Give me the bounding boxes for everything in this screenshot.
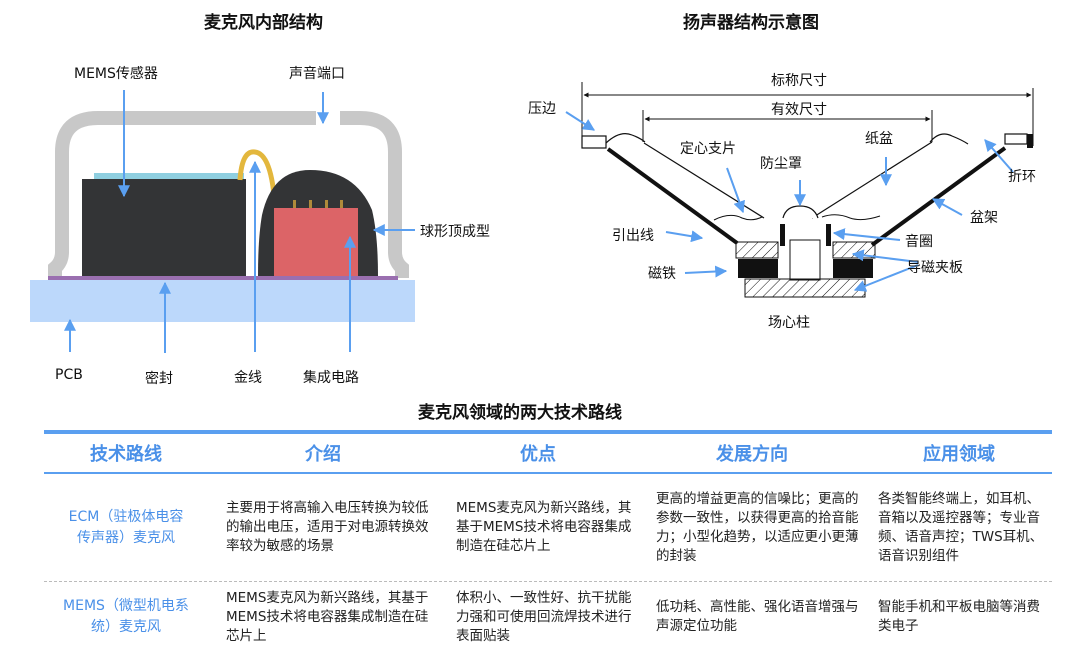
ic-chip — [274, 208, 358, 276]
label-voice-coil: 音圈 — [905, 234, 933, 250]
voice-coil-left — [780, 224, 785, 246]
cell-application: 智能手机和平板电脑等消费类电子 — [878, 599, 1040, 634]
mic-diagram — [30, 90, 415, 353]
arrow-lead-wire — [665, 230, 704, 243]
table-header-rule — [44, 472, 1052, 474]
header-intro: 介绍 — [305, 444, 341, 465]
header-route: 技术路线 — [90, 444, 162, 465]
seal-layer — [48, 276, 398, 280]
cell-direction: 更高的增益更高的信噪比；更高的参数一致性，以获得更高的拾音能力；小型化趋势，以适… — [656, 490, 859, 564]
label-plates: 导磁夹板 — [907, 260, 963, 276]
label-gold-wire: 金线 — [234, 370, 262, 386]
label-nominal-size: 标称尺寸 — [771, 73, 827, 89]
table-row: ECM（驻极体电容传声器）麦克风 主要用于将高输入电压转换为较低的输出电压，适用… — [44, 474, 1052, 582]
label-seal: 密封 — [145, 371, 173, 387]
magnet-left — [738, 259, 778, 278]
arrow-frame — [931, 198, 963, 216]
arrow-voice-coil — [832, 228, 901, 241]
label-dust-cap: 防尘罩 — [760, 156, 802, 172]
voice-coil-right — [826, 224, 831, 246]
label-edge-press: 压边 — [528, 101, 556, 117]
label-pcb: PCB — [55, 367, 83, 383]
mems-sensor-membrane — [94, 173, 244, 179]
label-effective-size: 有效尺寸 — [771, 102, 827, 118]
header-advantages: 优点 — [520, 444, 556, 465]
header-direction: 发展方向 — [716, 444, 788, 465]
cell-intro: MEMS麦克风为新兴路线，其基于MEMS技术将电容器集成制造在硅芯片上 — [226, 589, 429, 644]
cell-direction: 低功耗、高性能、强化语音增强与声源定位功能 — [656, 599, 859, 634]
dust-cap — [782, 205, 819, 219]
label-mems-sensor: MEMS传感器 — [74, 66, 158, 82]
mems-sensor-chip — [82, 179, 246, 276]
arrow-spider — [726, 167, 745, 214]
label-spider: 定心支片 — [680, 141, 736, 157]
speaker-diagram-title: 扬声器结构示意图 — [683, 13, 819, 33]
mic-diagram-title: 麦克风内部结构 — [204, 13, 323, 33]
speaker-frame-right — [870, 146, 1007, 247]
pole-piece — [789, 239, 821, 281]
label-cone: 纸盆 — [865, 131, 893, 147]
mic-housing-right — [340, 111, 409, 278]
header-application: 应用领域 — [923, 444, 995, 465]
label-sound-port: 声音端口 — [289, 66, 345, 82]
cell-advantages: MEMS麦克风为新兴路线，其基于MEMS技术将电容器集成制造在硅芯片上 — [456, 500, 632, 554]
label-magnet: 磁铁 — [648, 266, 676, 282]
arrow-edge-press — [565, 111, 596, 131]
label-dome: 球形顶成型 — [420, 224, 490, 240]
label-pole: 场心柱 — [768, 315, 810, 331]
mic-housing — [48, 111, 316, 278]
cell-route: ECM（驻极体电容传声器）麦克风 — [68, 508, 184, 546]
gold-wire — [237, 149, 278, 209]
table-row: MEMS（微型机电系统）麦克风 MEMS麦克风为新兴路线，其基于MEMS技术将电… — [44, 582, 1052, 652]
cell-application: 各类智能终端上，如耳机、音箱以及遥控器等；专业音频、语音声控；TWS耳机、语音识… — [878, 490, 1044, 564]
cell-route: MEMS（微型机电系统）麦克风 — [63, 598, 189, 635]
label-lead-wire: 引出线 — [612, 228, 654, 244]
arrow-magnet — [684, 265, 728, 278]
cell-advantages: 体积小、一致性好、抗干扰能力强和可使用回流焊技术进行表面贴装 — [456, 589, 632, 644]
table-title: 麦克风领域的两大技术路线 — [418, 403, 622, 423]
cell-intro: 主要用于将高输入电压转换为较低的输出电压，适用于对电源转换效率较为敏感的场景 — [226, 500, 429, 554]
tech-routes-table: 技术路线 介绍 优点 发展方向 应用领域 ECM（驻极体电容传声器）麦克风 主要… — [44, 430, 1052, 652]
magnet-right — [833, 259, 873, 278]
table-header-row: 技术路线 介绍 优点 发展方向 应用领域 — [44, 434, 1052, 472]
label-frame: 盆架 — [970, 210, 998, 226]
speaker-cone-right — [811, 141, 933, 219]
pcb-board — [30, 280, 415, 322]
label-ic: 集成电路 — [303, 370, 359, 386]
table-top-rule — [44, 430, 1052, 434]
label-surround: 折环 — [1008, 169, 1036, 185]
bottom-plate — [744, 278, 866, 298]
